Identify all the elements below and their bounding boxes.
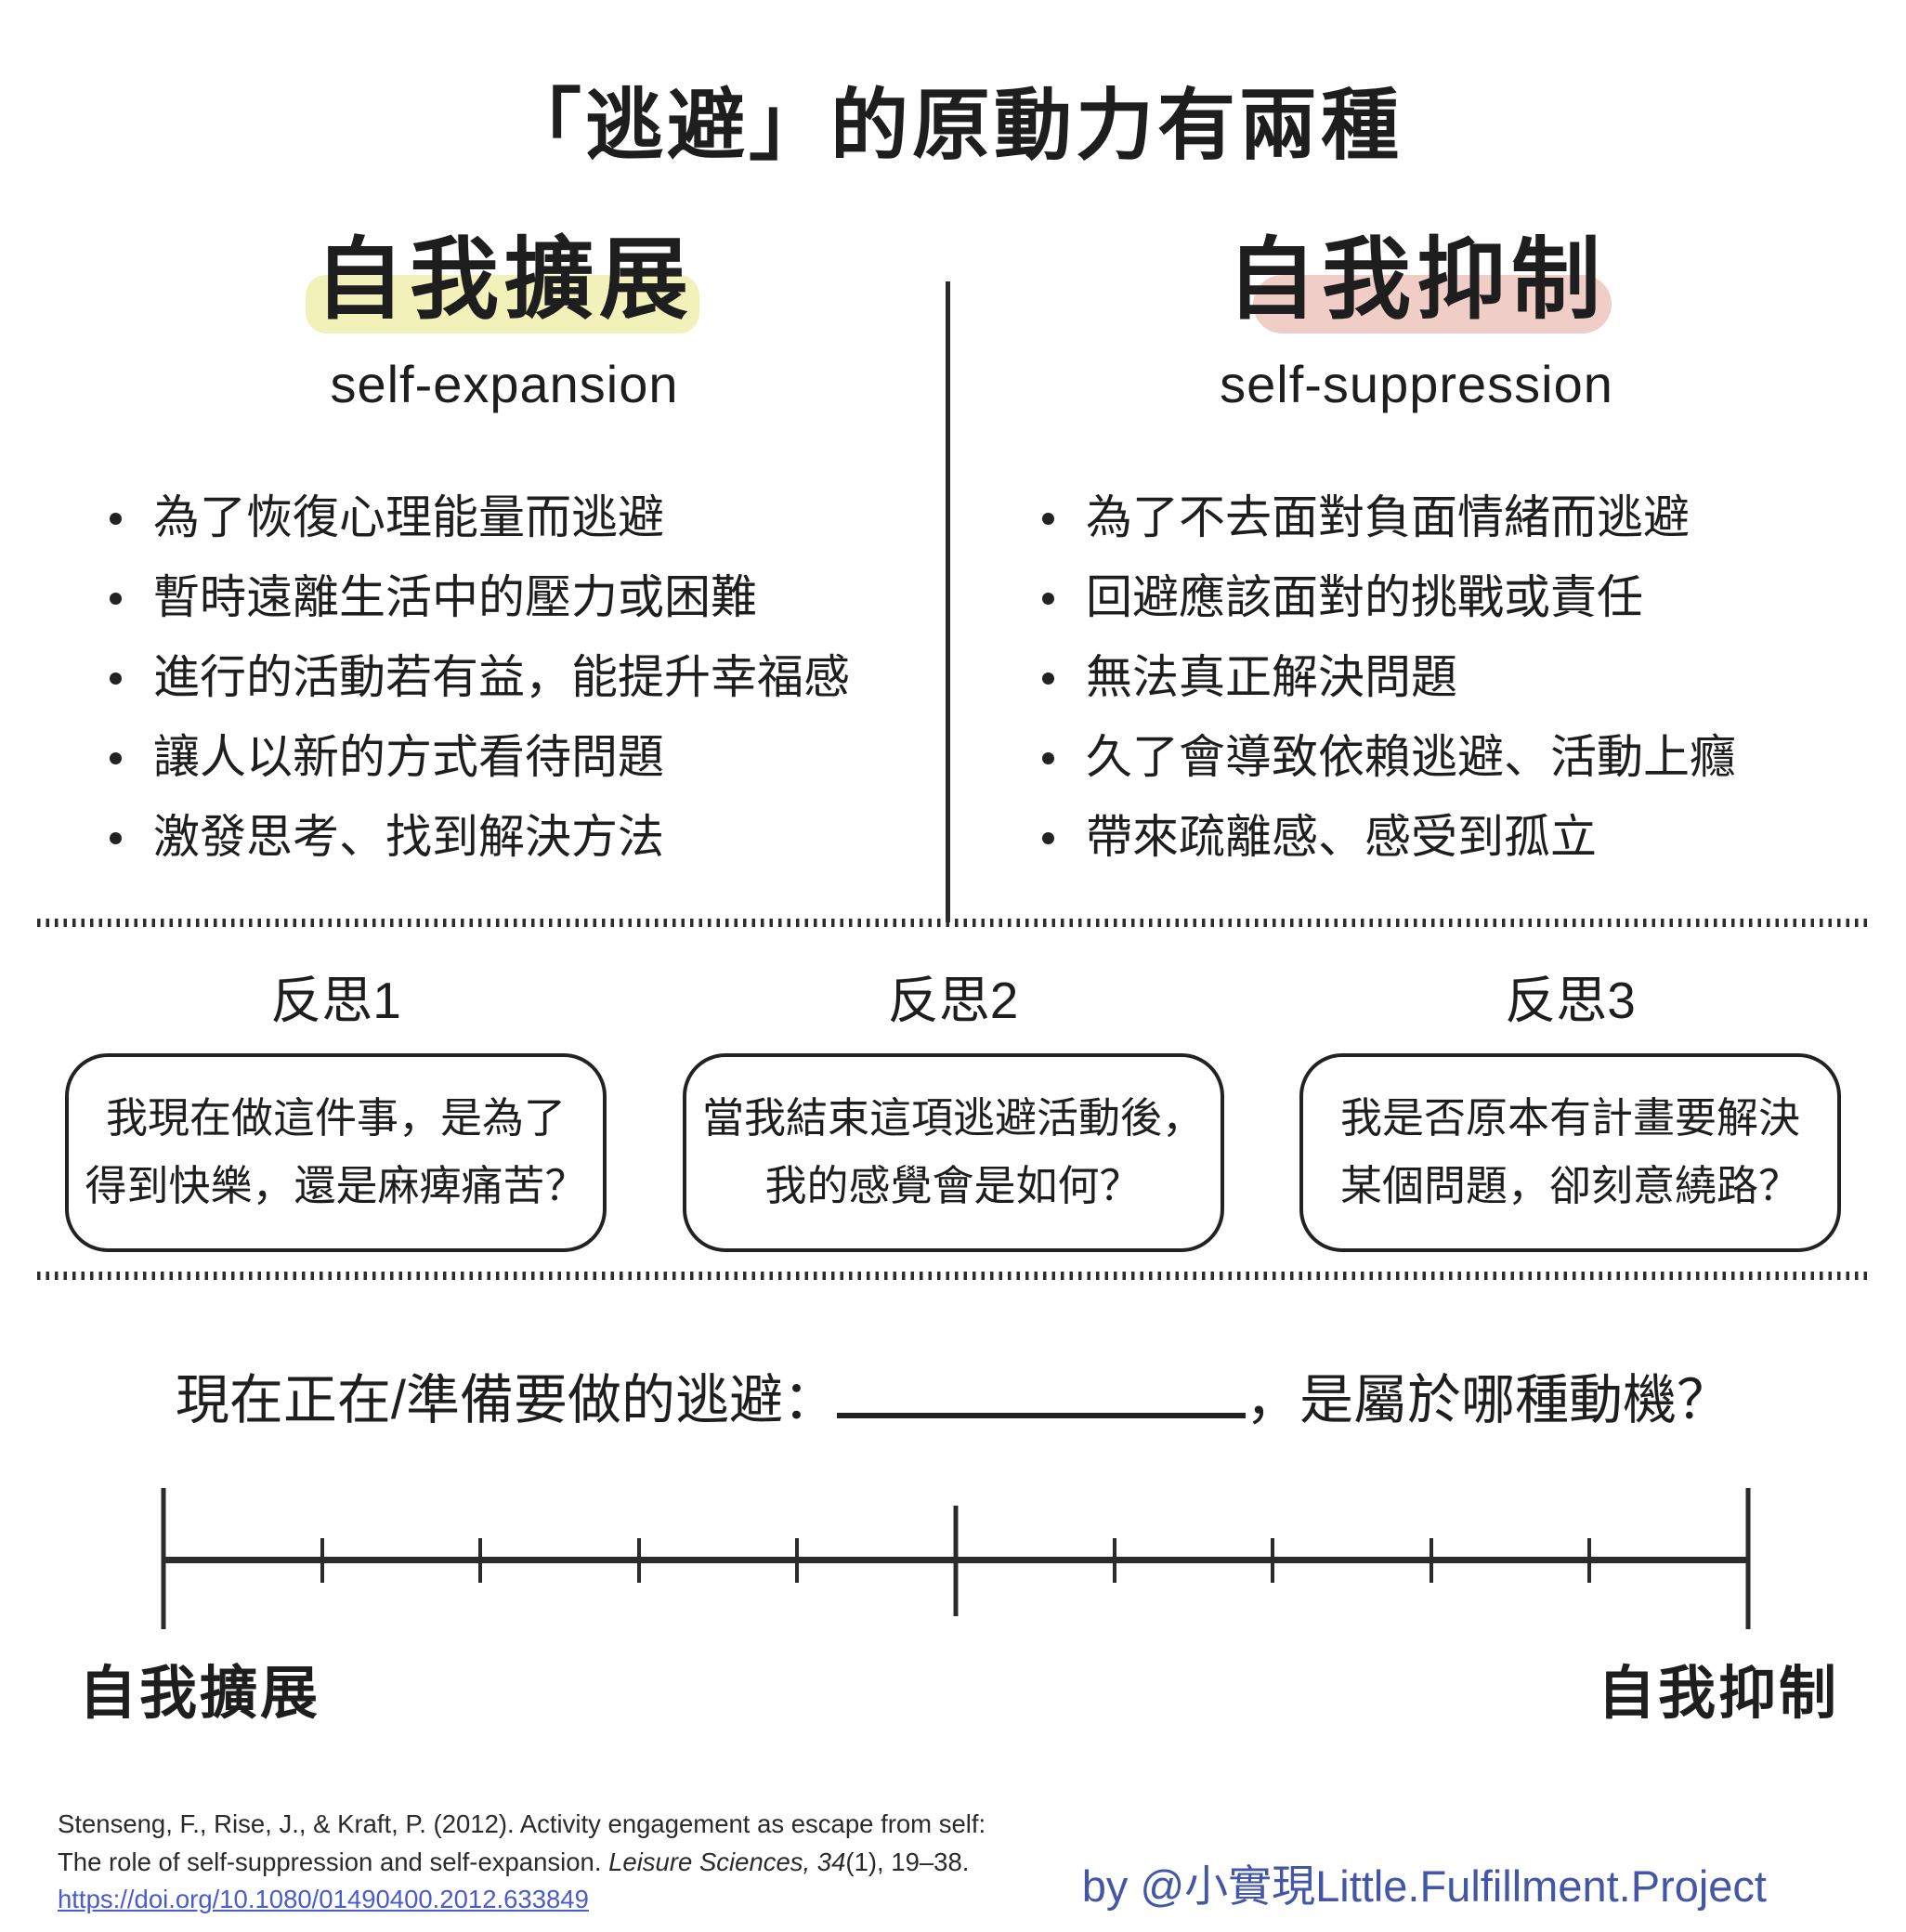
reflection-3-box: 我是否原本有計畫要解決 某個問題，卻刻意繞路？ (1299, 1053, 1841, 1252)
self-suppression-column: 自我抑制 self-suppression 為了不去面對負面情緒而逃避 回避應該… (953, 233, 1906, 892)
self-expansion-heading: 自我擴展 (306, 233, 699, 333)
scale-tick (1271, 1538, 1275, 1583)
self-expansion-column: 自我擴展 self-expansion 為了恢復心理能量而逃避 暫時遠離生活中的… (0, 233, 953, 892)
scale-tick (795, 1538, 800, 1583)
citation-line-1: Stenseng, F., Rise, J., & Kraft, P. (201… (58, 1809, 986, 1838)
reflection-2-label: 反思2 (887, 972, 1019, 1029)
highlighted-bullet-text: 為了不去面對負面情緒而逃避 (1078, 490, 1703, 550)
scale-tick (1429, 1538, 1433, 1583)
motivation-columns: 自我擴展 self-expansion 為了恢復心理能量而逃避 暫時遠離生活中的… (0, 233, 1906, 892)
self-expansion-list: 為了恢復心理能量而逃避 暫時遠離生活中的壓力或困難 進行的活動若有益，能提升幸福… (110, 490, 953, 863)
motivation-scale (161, 1486, 1751, 1635)
list-item: 無法真正解決問題 (1042, 651, 1891, 703)
citation-line-2: The role of self-suppression and self-ex… (58, 1847, 970, 1876)
scale-tick (478, 1538, 483, 1583)
scale-tick (1587, 1538, 1592, 1583)
list-item: 帶來疏離感、感受到孤立 (1042, 811, 1891, 863)
scale-tick (1745, 1488, 1751, 1629)
reflection-1-box: 我現在做這件事，是為了 得到快樂，還是麻痺痛苦？ (65, 1053, 607, 1252)
author-credit: by @小實現Little.Fulfillment.Project (1081, 1861, 1767, 1911)
list-item: 回避應該面對的挑戰或責任 (1042, 571, 1891, 623)
dotted-divider-top (37, 919, 1869, 927)
reflection-labels-row: 反思1 反思2 反思3 (65, 959, 1841, 1033)
list-item: 讓人以新的方式看待問題 (110, 731, 934, 783)
highlighted-bullet-text: 為了恢復心理能量而逃避 (146, 490, 677, 550)
self-suppression-list: 為了不去面對負面情緒而逃避 回避應該面對的挑戰或責任 無法真正解決問題 久了會導… (1042, 490, 1906, 863)
reflection-boxes-row: 我現在做這件事，是為了 得到快樂，還是麻痺痛苦？ 當我結束這項逃避活動後， 我的… (65, 1053, 1841, 1252)
self-expansion-heading-group: 自我擴展 self-expansion (28, 233, 981, 414)
dotted-divider-bottom (37, 1272, 1869, 1280)
list-item: 為了恢復心理能量而逃避 (110, 490, 934, 550)
escape-activity-blank (837, 1361, 1247, 1418)
scale-left-label: 自我擴展 (79, 1662, 321, 1726)
self-expansion-subheading: self-expansion (330, 354, 679, 413)
scale-tick (161, 1488, 166, 1629)
scale-labels-row: 自我擴展 自我抑制 (79, 1646, 1839, 1730)
list-item: 激發思考、找到解決方法 (110, 811, 934, 863)
list-item: 暫時遠離生活中的壓力或困難 (110, 571, 934, 623)
reflection-1-label: 反思1 (270, 972, 401, 1029)
citation: Stenseng, F., Rise, J., & Kraft, P. (201… (58, 1806, 986, 1919)
scale-tick (953, 1506, 959, 1616)
reflection-2-box: 當我結束這項逃避活動後， 我的感覺會是如何？ (682, 1053, 1224, 1252)
scale-tick (1112, 1538, 1116, 1583)
self-suppression-heading: 自我抑制 (1227, 233, 1612, 333)
scale-right-label: 自我抑制 (1597, 1662, 1839, 1726)
column-divider-line (946, 281, 950, 922)
scale-tick (320, 1538, 324, 1583)
self-suppression-heading-group: 自我抑制 self-suppression (940, 233, 1893, 414)
fill-in-prompt: 現在正在/準備要做的逃避：，是屬於哪種動機？ (0, 1356, 1906, 1434)
list-item: 為了不去面對負面情緒而逃避 (1042, 490, 1891, 550)
doi-link[interactable]: https://doi.org/10.1080/01490400.2012.63… (58, 1885, 589, 1914)
list-item: 久了會導致依賴逃避、活動上癮 (1042, 731, 1891, 783)
page-title: 「逃避」的原動力有兩種 (503, 82, 1403, 169)
citation-line-3: https://doi.org/10.1080/01490400.2012.63… (58, 1881, 986, 1919)
reflection-3-label: 反思3 (1505, 972, 1636, 1029)
self-suppression-subheading: self-suppression (1220, 354, 1613, 413)
scale-tick (636, 1538, 641, 1583)
list-item: 進行的活動若有益，能提升幸福感 (110, 651, 934, 703)
